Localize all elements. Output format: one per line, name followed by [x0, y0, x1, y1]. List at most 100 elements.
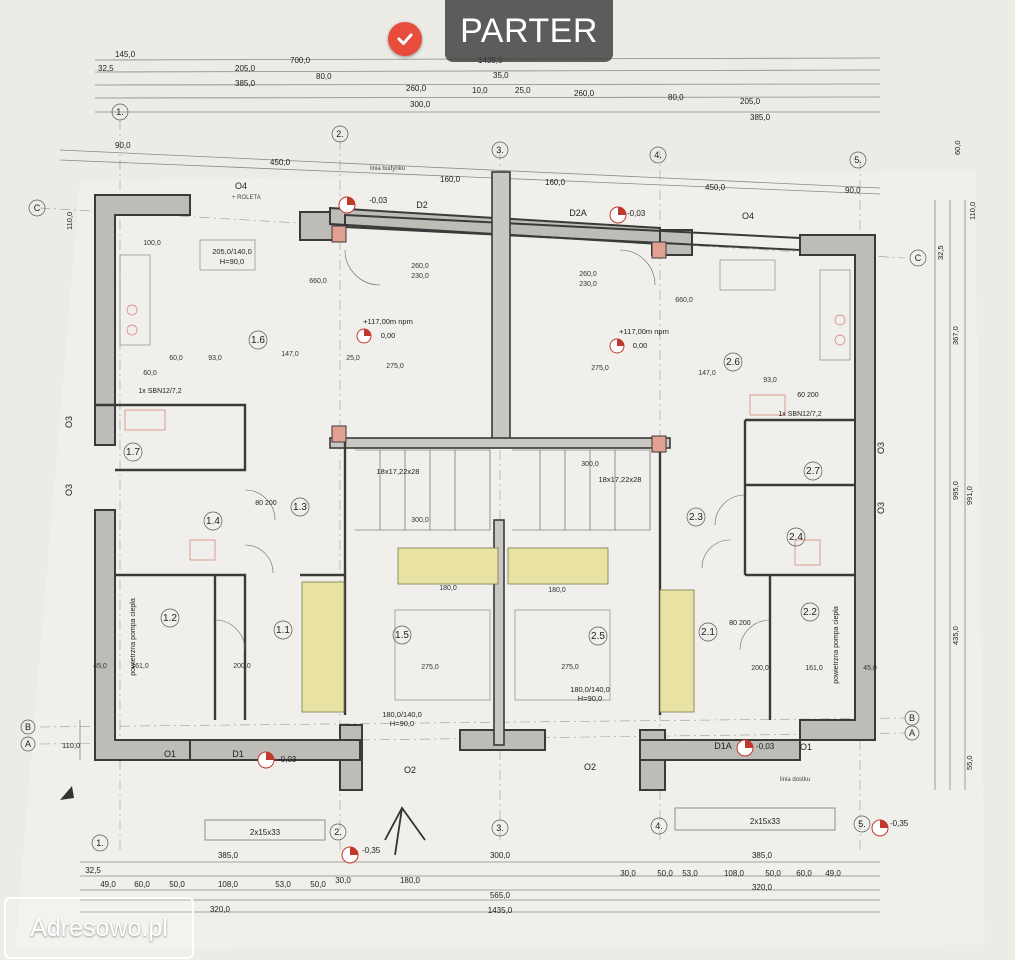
dim-right-7: 60,0: [953, 140, 962, 155]
window-height-left: H=90,0: [220, 257, 244, 266]
axis-right-a: A: [909, 728, 915, 738]
dim-top-19: 160,0: [545, 178, 566, 187]
dim-bottom-5: 60,0: [134, 880, 150, 889]
window-height-mid-left: H=90,0: [390, 719, 414, 728]
svg-text:260,0: 260,0: [579, 271, 597, 278]
dim-bottom-3: 32,5: [85, 866, 101, 875]
dim-bottom-8: 53,0: [275, 880, 291, 889]
dim-top-14: 205,0: [740, 97, 761, 106]
room-1-4: 1.4: [206, 516, 220, 527]
dim-right-4: 991,0: [965, 486, 974, 505]
svg-text:180,0: 180,0: [439, 585, 457, 592]
dim-bottom-13: 50,0: [657, 869, 673, 878]
svg-text:93,0: 93,0: [763, 377, 777, 384]
dim-top-8: 300,0: [410, 100, 431, 109]
room-2-5: 2.5: [591, 631, 605, 642]
level-npm-left: +117,00m npm: [363, 317, 413, 326]
window-size-mid-right: 180,0/140,0: [570, 685, 610, 694]
opening-d2a: D2A: [569, 208, 587, 218]
svg-text:275,0: 275,0: [421, 664, 439, 671]
window-size-left: 205,0/140,0: [212, 247, 252, 256]
svg-text:25,0: 25,0: [346, 355, 360, 362]
axis-top-5: 5.: [854, 155, 862, 165]
dim-bottom-10: 30,0: [335, 876, 351, 885]
level-d1a: -0,03: [756, 742, 775, 751]
dim-bottom-17: 60,0: [796, 869, 812, 878]
svg-text:147,0: 147,0: [698, 370, 716, 377]
axis-bottom-3: 3.: [496, 823, 504, 833]
dim-top-18: 160,0: [440, 175, 461, 184]
axis-bottom-1: 1.: [96, 838, 104, 848]
room-2-7: 2.7: [806, 466, 820, 477]
dim-bottom-18: 49,0: [825, 869, 841, 878]
svg-text:100,0: 100,0: [143, 240, 161, 247]
room-2-3: 2.3: [689, 512, 703, 523]
dim-top-12: 260,0: [574, 89, 595, 98]
opening-o3-4: O3: [876, 502, 886, 514]
dim-top-0: 145,0: [115, 50, 136, 59]
opening-o4-right: O4: [742, 211, 754, 221]
dim-bottom-0: 385,0: [218, 851, 239, 860]
dim-top-20: 450,0: [705, 183, 726, 192]
svg-text:180,0: 180,0: [548, 587, 566, 594]
dim-right-6: 55,0: [965, 755, 974, 770]
svg-text:93,0: 93,0: [208, 355, 222, 362]
dim-bottom-11: 180,0: [400, 876, 421, 885]
door-size-kitchen-right: 60 200: [797, 392, 819, 399]
axis-bottom-2: 2.: [334, 827, 342, 837]
svg-text:60,0: 60,0: [143, 370, 157, 377]
svg-text:147,0: 147,0: [281, 351, 299, 358]
axis-top-4: 4.: [654, 150, 662, 160]
dim-bottom-2: 385,0: [752, 851, 773, 860]
dim-bottom-6: 50,0: [169, 880, 185, 889]
dim-bottom-22: 1435,0: [488, 906, 513, 915]
opening-o3-1: O3: [64, 416, 74, 428]
level-entrance-right: -0,35: [890, 819, 909, 828]
svg-text:275,0: 275,0: [591, 365, 609, 372]
heat-pump-right: powietrzna pompa ciepła: [833, 606, 840, 684]
level-d2: -0,03: [369, 196, 388, 205]
svg-text:200,0: 200,0: [751, 665, 769, 672]
dim-right-2: 367,0: [951, 326, 960, 345]
door-size-left: 80 200: [255, 500, 277, 507]
opening-o3-2: O3: [64, 484, 74, 496]
dim-top-4: 205,0: [235, 64, 256, 73]
dim-top-5: 80,0: [316, 72, 332, 81]
dim-top-7: 260,0: [406, 84, 427, 93]
level-npm-right: +117,00m npm: [619, 327, 669, 336]
dim-left-0: 110,0: [65, 212, 74, 230]
svg-text:230,0: 230,0: [411, 273, 429, 280]
room-1-3: 1.3: [293, 502, 307, 513]
door-size-right: 80 200: [729, 620, 751, 627]
opening-o4-left: O4: [235, 181, 247, 191]
dim-top-1: 700,0: [290, 56, 311, 65]
level-entrance-left: -0,35: [362, 846, 381, 855]
svg-text:60,0: 60,0: [169, 355, 183, 362]
axis-left-b: B: [25, 722, 31, 732]
opening-d1a: D1A: [714, 741, 732, 751]
svg-text:660,0: 660,0: [675, 297, 693, 304]
dim-bottom-20: 565,0: [490, 891, 511, 900]
svg-text:300,0: 300,0: [411, 517, 429, 524]
logo-text: Adresowo.pl: [30, 913, 168, 942]
watermark-logo: Adresowo.pl: [4, 897, 194, 959]
axis-bottom-5: 5.: [858, 819, 866, 829]
room-1-1: 1.1: [276, 625, 290, 636]
dim-bottom-7: 108,0: [218, 880, 239, 889]
svg-text:200,0: 200,0: [233, 663, 251, 670]
dim-top-10: 10,0: [472, 86, 488, 95]
dim-right-5: 435,0: [951, 626, 960, 645]
svg-text:275,0: 275,0: [386, 363, 404, 370]
opening-o2-2: O2: [584, 762, 596, 772]
dim-top-15: 385,0: [750, 113, 771, 122]
dim-top-16: 90,0: [115, 141, 131, 150]
svg-text:300,0: 300,0: [581, 461, 599, 468]
room-1-7: 1.7: [126, 447, 140, 458]
svg-text:45,0: 45,0: [93, 663, 107, 670]
radiator-right: 1x SBN12/7,2: [778, 411, 821, 418]
svg-text:230,0: 230,0: [579, 281, 597, 288]
dim-top-13: 80,0: [668, 93, 684, 102]
axis-top-1: 1.: [116, 107, 124, 117]
dim-right-0: 110,0: [968, 202, 977, 220]
